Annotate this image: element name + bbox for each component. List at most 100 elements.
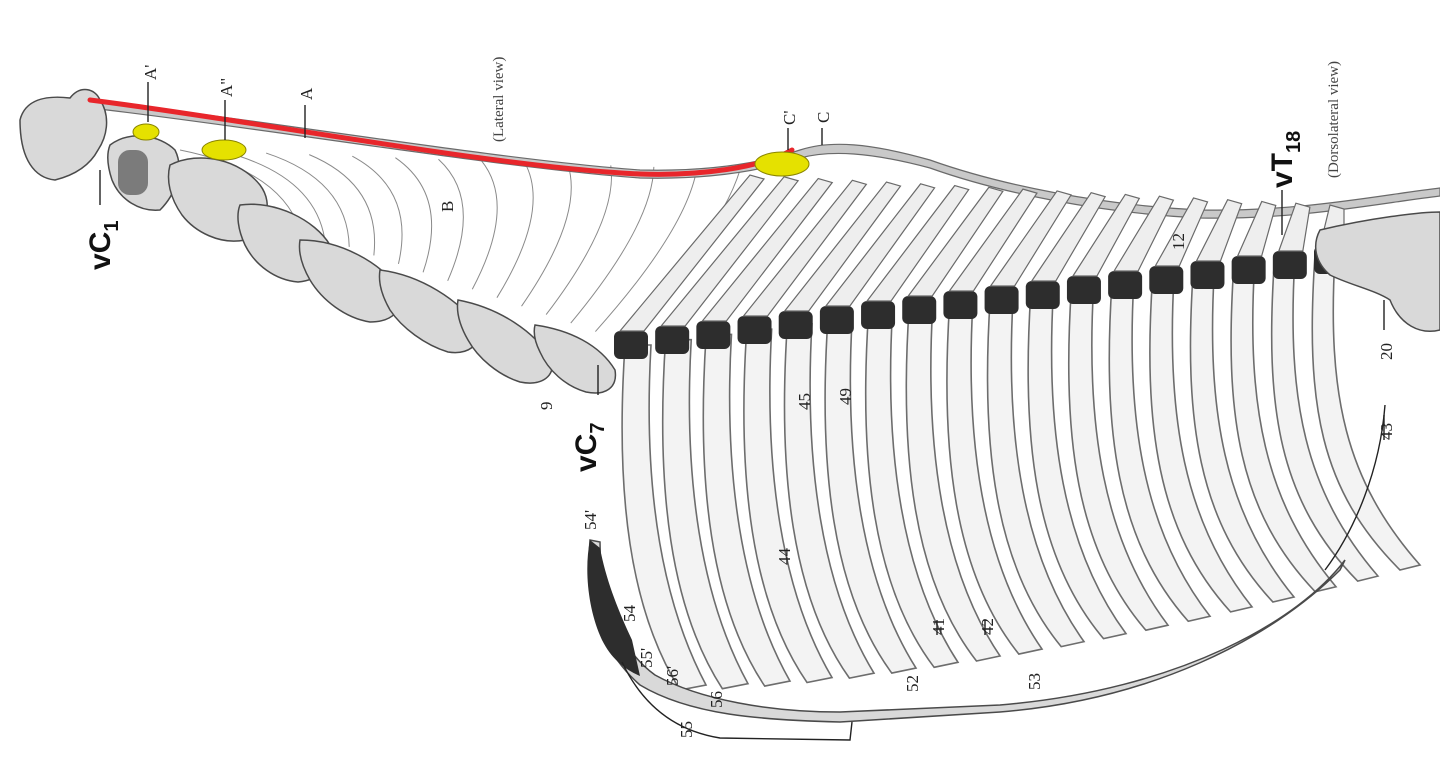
thoracic-body: [1108, 271, 1143, 299]
rib: [1067, 285, 1170, 632]
thoracic-body: [1066, 276, 1101, 304]
spinous-process: [948, 188, 1038, 292]
lamella-fiber: [521, 163, 572, 307]
label-54: 54: [620, 605, 639, 623]
spinous-process: [618, 174, 766, 332]
label-43: 43: [1377, 423, 1396, 440]
skull-occiput: [19, 88, 108, 181]
spinous-process: [1277, 202, 1311, 252]
thoracic-body: [1272, 251, 1307, 279]
highlight-line: [87, 97, 795, 177]
label-55-prime: 55': [637, 648, 656, 668]
spinous-process: [907, 186, 1004, 297]
rib: [1270, 259, 1380, 582]
label-20: 20: [1377, 343, 1396, 360]
thoracic-vertebrae: [614, 174, 1348, 359]
spinous-process: [865, 184, 970, 302]
lamella-fiber: [309, 154, 376, 256]
label-b: B: [438, 201, 457, 212]
thoracic-body: [655, 326, 690, 354]
rib: [986, 296, 1086, 648]
thoracic-body: [696, 321, 731, 349]
lamella-fiber: [570, 166, 655, 324]
spot-a-prime: [132, 123, 160, 141]
lamella-fiber: [545, 165, 612, 315]
lamella-fiber: [595, 168, 698, 332]
label-44: 44: [775, 548, 794, 566]
spot-c-prime: [754, 151, 810, 177]
c1-wing-dark: [118, 150, 148, 195]
label-52: 52: [903, 675, 922, 692]
cervical-vertebrae: [19, 88, 617, 394]
rib: [621, 344, 708, 691]
rib: [702, 333, 792, 687]
spot-a-double: [201, 139, 247, 161]
label-42: 42: [978, 618, 997, 635]
lateral-view-label: (Lateral view): [491, 57, 507, 142]
vertebra-c4: [298, 239, 402, 323]
rib: [1189, 270, 1296, 603]
rib: [1311, 254, 1422, 571]
rib: [1149, 275, 1254, 613]
thoracic-body: [1149, 266, 1184, 294]
thoracic-body: [1190, 261, 1225, 289]
label-49: 49: [836, 388, 855, 405]
sternum: [588, 539, 1346, 723]
lamella-fiber: [352, 155, 403, 264]
lamella-fiber: [496, 162, 534, 298]
label-56: 56: [707, 691, 726, 708]
thoracic-body: [984, 286, 1019, 314]
label-54-prime: 54': [581, 510, 600, 530]
label-a-double: A": [217, 78, 236, 97]
spinous-process: [701, 177, 834, 322]
rib: [905, 307, 1002, 662]
thoracic-body: [943, 291, 978, 319]
rib: [661, 338, 750, 690]
spinous-process: [1030, 191, 1107, 282]
rib: [1230, 264, 1338, 593]
manubrium: [587, 540, 640, 676]
rib: [743, 328, 834, 684]
dorsolateral-view-label: (Dorsolateral view): [1326, 61, 1342, 178]
rib: [946, 301, 1044, 655]
lamella-fiber: [265, 152, 350, 247]
thoracic-body: [1231, 256, 1266, 284]
label-45: 45: [795, 393, 814, 410]
label-12: 12: [1169, 233, 1188, 250]
label-56-prime: 56': [663, 666, 682, 686]
spinous-process: [824, 183, 936, 307]
spinous-process: [1154, 197, 1209, 267]
lamella-fiber: [222, 151, 326, 239]
thoracic-body: [614, 331, 648, 359]
label-9: 9: [537, 402, 556, 411]
rib-cage: [621, 254, 1422, 691]
thoracic-body: [778, 311, 813, 339]
spinous-process: [1113, 195, 1175, 272]
vertebra-c7: [533, 324, 617, 394]
vertebra-c6: [456, 299, 554, 384]
rib: [1108, 280, 1212, 623]
rib: [864, 312, 960, 669]
spinous-process: [659, 176, 800, 327]
label-53: 53: [1025, 673, 1044, 690]
thoracic-body: [819, 306, 854, 334]
posterior-vertebrae: [1314, 211, 1440, 332]
label-41: 41: [929, 618, 948, 635]
rib: [824, 317, 918, 674]
lamella-fiber: [471, 160, 498, 290]
label-c-prime: C': [780, 111, 799, 125]
rib: [1027, 291, 1128, 640]
label-55: 55: [677, 721, 696, 738]
label-vc1: vC1: [84, 221, 123, 270]
spinous-process: [989, 190, 1072, 287]
label-vt18: vT18: [1266, 131, 1305, 188]
lamella-fiber: [438, 158, 464, 281]
thoracic-body: [737, 316, 772, 344]
vertebra-c5: [378, 269, 480, 354]
thoracic-body: [861, 301, 896, 329]
lamella-fiber: [395, 157, 433, 273]
label-a-prime: A': [141, 65, 160, 80]
spinous-process: [742, 179, 868, 317]
